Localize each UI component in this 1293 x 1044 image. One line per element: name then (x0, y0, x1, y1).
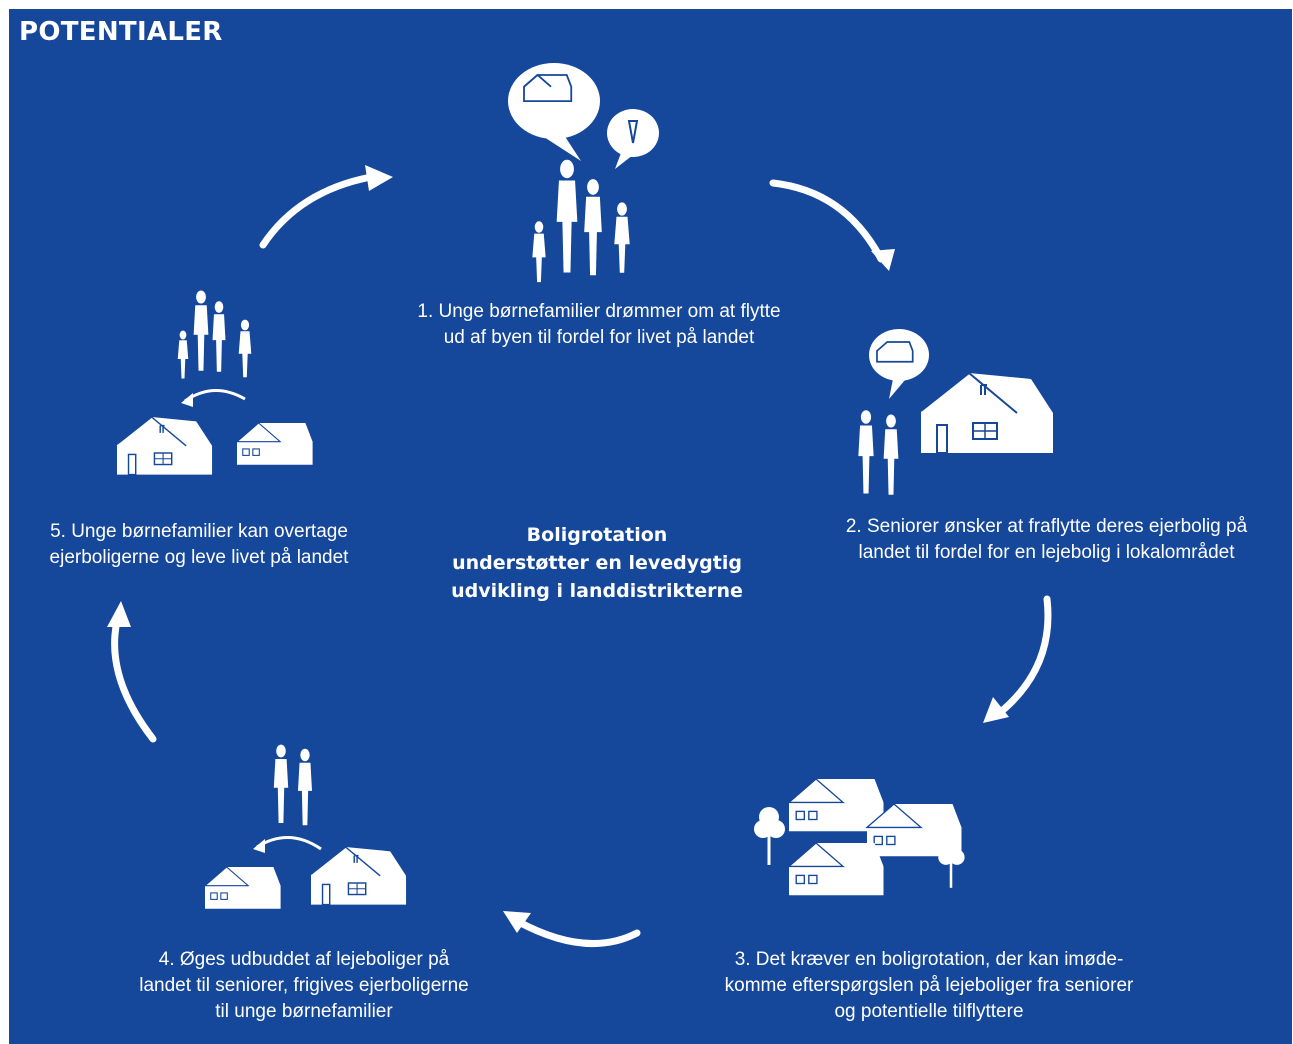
arrowheads (107, 165, 1009, 933)
step-3-label: 3. Det kræver en boligrotation, der kan … (724, 949, 1134, 1022)
cycle-illustration (107, 63, 1054, 948)
seniors-moving-icon (204, 744, 407, 910)
seniors-house-icon (858, 329, 1054, 495)
step-2-label: 2. Seniorer ønsker at fraflytte deres ej… (845, 516, 1248, 563)
step-5-label: 5. Unge børnefamilier kan overtage ejerb… (49, 521, 349, 568)
cycle-arrows (111, 173, 1052, 948)
step-1-label: 1. Unge børnefamilier drømmer om at flyt… (417, 301, 781, 348)
family-moving-in-icon (116, 290, 314, 476)
step-4-label: 4. Øges udbuddet af lejeboliger på lande… (139, 949, 469, 1022)
family-dreaming-icon (508, 63, 659, 283)
diagram-panel: POTENTIALER (9, 9, 1292, 1044)
page-heading: POTENTIALER (19, 17, 223, 47)
center-statement: Boligrotation understøtter en levedygtig… (451, 524, 743, 602)
village-icon (754, 778, 965, 896)
